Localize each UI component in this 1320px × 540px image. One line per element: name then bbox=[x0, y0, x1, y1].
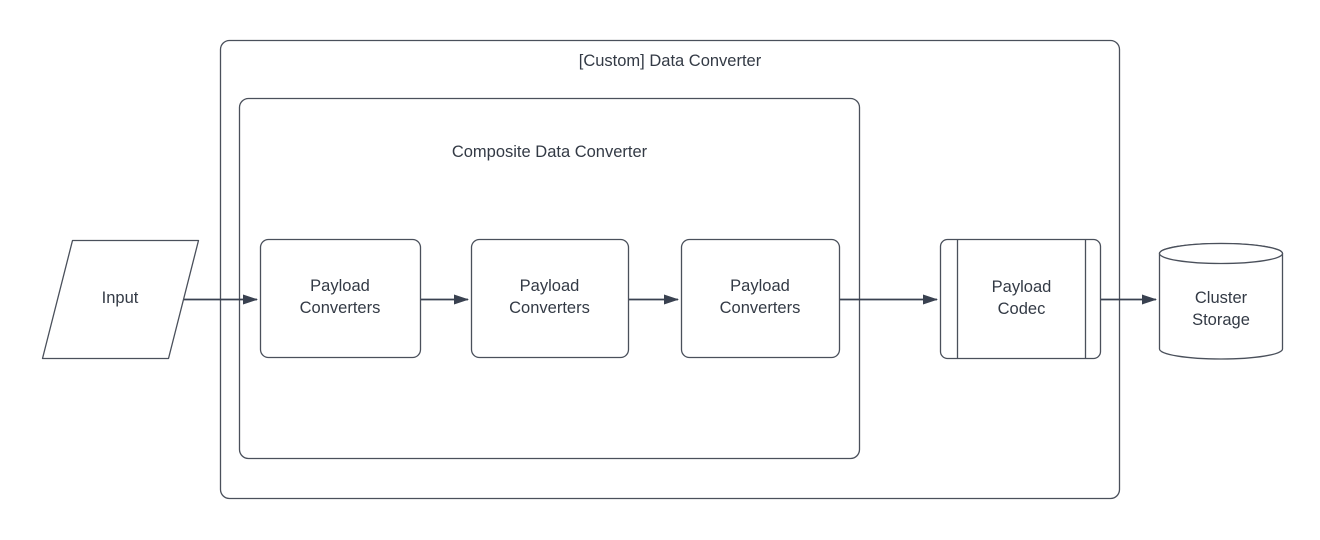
payload-converters-box-1 bbox=[259, 238, 422, 359]
payload-converters-label-2: Payload Converters bbox=[471, 239, 628, 357]
cluster-storage-label-text: Cluster Storage bbox=[1192, 289, 1250, 329]
cluster-storage-cylinder-top bbox=[1158, 242, 1284, 265]
payload-converters-box-3 bbox=[680, 238, 841, 359]
input-parallelogram-shape bbox=[41, 239, 200, 360]
payload-converters-box-2 bbox=[470, 238, 630, 359]
payload-converters-label-3: Payload Converters bbox=[681, 239, 839, 357]
custom-data-converter-container-box bbox=[219, 39, 1121, 500]
payload-codec-label: Payload Codec bbox=[957, 239, 1086, 358]
payload-codec-label-text: Payload Codec bbox=[991, 277, 1052, 318]
outer-container-title: [Custom] Data Converter bbox=[578, 52, 762, 71]
payload-converters-label-1-text: Payload Converters bbox=[299, 277, 381, 317]
payload-converters-label-1: Payload Converters bbox=[260, 239, 420, 357]
payload-converters-label-2-text: Payload Converters bbox=[509, 277, 590, 317]
payload-converters-label-3-text: Payload Converters bbox=[719, 277, 801, 317]
cluster-storage-label: Cluster Storage bbox=[1159, 257, 1283, 363]
input-label: Input bbox=[101, 289, 139, 308]
payload-codec-box bbox=[939, 238, 1102, 360]
inner-container-title: Composite Data Converter bbox=[451, 143, 648, 162]
composite-data-converter-container-box bbox=[238, 97, 861, 460]
